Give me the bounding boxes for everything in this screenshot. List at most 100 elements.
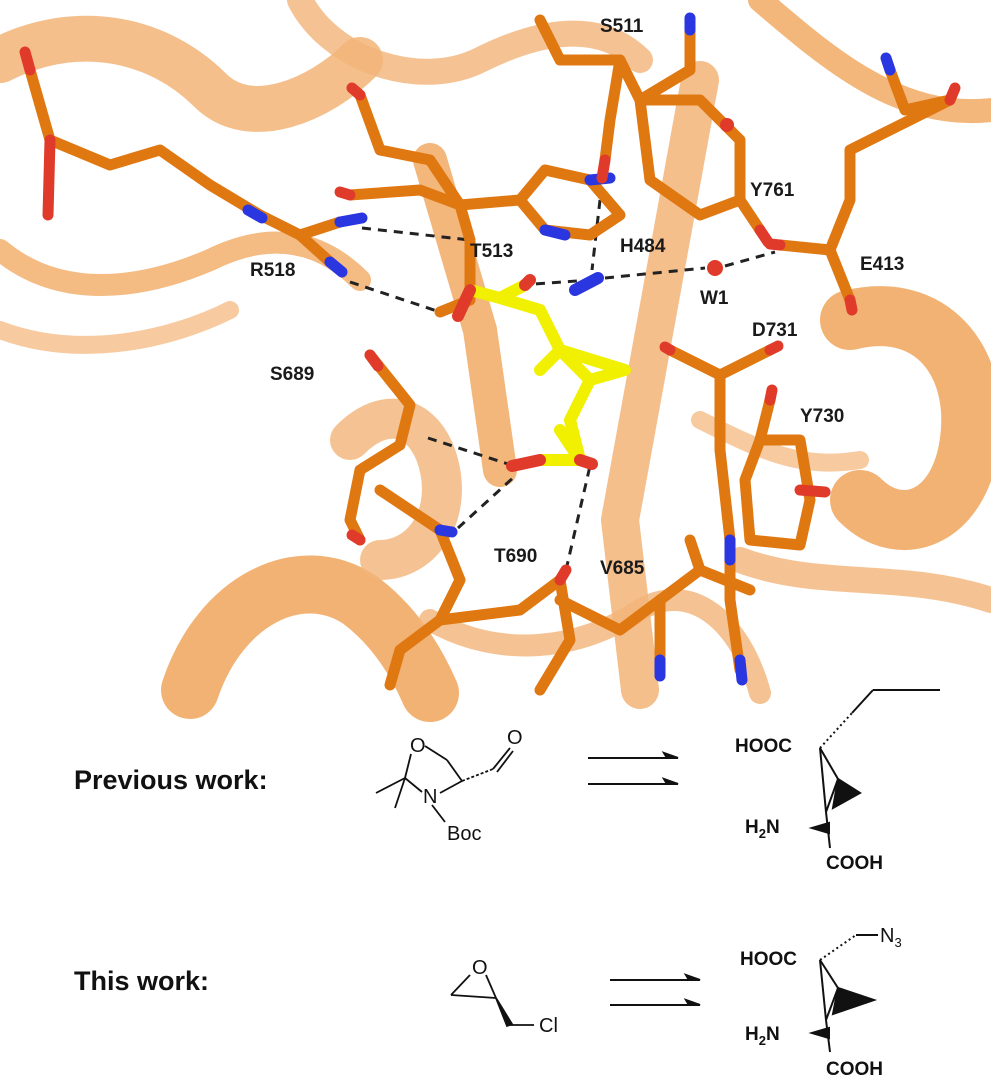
stick-v685-c: [684, 534, 706, 576]
hbond-ligand-w1: [604, 266, 706, 280]
ribbon-helix-right: [820, 286, 991, 550]
cyclopropane-wedge: [831, 777, 862, 810]
stick-t513-b: [354, 89, 466, 211]
ribbon-loop-bottom-left: [330, 398, 462, 580]
ligand-oxygen-3: [506, 454, 546, 472]
hbond-r518-t513: [361, 226, 471, 242]
ribbon-helix-top-left: [0, 15, 383, 132]
previous-reactant-boc: Boc: [447, 823, 481, 845]
oxygen-t513-b: [346, 82, 366, 101]
bond: [851, 689, 874, 714]
this-work-label: This work:: [74, 966, 209, 996]
residue-label: Y761: [750, 180, 795, 201]
residue-label: R518: [250, 260, 295, 281]
current-product-amine: H2N: [745, 1024, 780, 1048]
previous-reactant-nitrogen: N: [423, 786, 437, 808]
stick-r518-b: [294, 229, 336, 268]
bond: [825, 987, 839, 1021]
stick-lys-left: [24, 64, 266, 221]
bond: [404, 753, 412, 779]
current-product-azide: N3: [880, 925, 902, 950]
stick-y730-oh: [754, 394, 776, 446]
previous-work-label: Previous work:: [74, 765, 268, 795]
residue-label: Y730: [800, 406, 844, 427]
scheme-previous-work: Previous work: O O N Boc: [74, 689, 940, 874]
nitrogen-r518-b: [324, 256, 348, 278]
previous-reactant-carbonyl-oxygen: O: [507, 727, 523, 749]
bond: [825, 778, 839, 813]
bond: [375, 777, 406, 794]
ribbon-loop-right-bottom: [727, 547, 991, 613]
residue-label: E413: [860, 254, 904, 275]
current-product-structure: [808, 934, 878, 1053]
stick-y761-oh: [734, 194, 766, 236]
residue-label: S511: [600, 16, 644, 37]
previous-product-acid-bottom: COOH: [826, 853, 883, 874]
ligand-cyclopropane: [554, 344, 631, 386]
water-molecule-w1: [707, 260, 723, 276]
current-reactant-chlorine: Cl: [539, 1015, 558, 1037]
bond: [394, 777, 406, 809]
residue-label: D731: [752, 320, 798, 341]
bond: [424, 745, 448, 761]
amine-wedge: [808, 821, 830, 835]
bond: [431, 804, 446, 823]
arrow-head: [683, 973, 701, 981]
residue-label: V685: [600, 558, 645, 579]
bond: [819, 959, 827, 1021]
nitrogen-h484-b: [539, 224, 571, 241]
stick-s511: [534, 14, 696, 106]
bond: [439, 780, 463, 794]
oxygen-s689: [364, 349, 384, 372]
current-product-acid-top: HOOC: [740, 949, 797, 970]
stick-y730-ring: [739, 434, 816, 551]
oxygen-lys-left-2: [42, 134, 56, 221]
oxygen-t690: [554, 564, 572, 586]
current-reactant-structure: [450, 974, 534, 1028]
bond: [485, 974, 497, 999]
bond: [825, 1019, 831, 1053]
amine-wedge: [808, 1026, 830, 1040]
nitrogen-s689: [434, 524, 458, 538]
protein-ribbons: [0, 0, 991, 722]
arrow-head: [661, 777, 679, 785]
hbond-w1-e413: [724, 250, 776, 268]
ligand-oxygen-4: [574, 454, 598, 470]
hbond-t690-ligand-2: [564, 465, 592, 571]
previous-reactant-ring-oxygen: O: [410, 735, 426, 757]
hbond-s689-ligand: [427, 436, 509, 466]
heteroatoms: [19, 12, 961, 686]
previous-product-structure: [808, 689, 940, 849]
bond: [450, 974, 471, 996]
ligand-oxygen-2: [519, 274, 536, 291]
protein-structure-panel: S511 Y761 R518 T513 H484 E413 W1 D731 S6…: [0, 0, 991, 722]
bond: [446, 759, 463, 782]
hbond-t513-ligand: [519, 278, 591, 287]
bond: [819, 747, 827, 813]
bond: [819, 747, 839, 780]
residue-label: T690: [494, 546, 537, 567]
residue-label: W1: [700, 288, 729, 309]
stick-e413: [774, 64, 956, 256]
bond: [492, 747, 511, 770]
residue-labels: S511 Y761 R518 T513 H484 E413 W1 D731 S6…: [250, 16, 904, 579]
bond: [461, 768, 494, 782]
nitrogen-e413: [880, 52, 896, 76]
nitrogen-r518-c: [242, 204, 268, 224]
ligand-oxygen-1: [452, 284, 476, 322]
hbond-t690-ligand: [456, 474, 517, 530]
current-product-acid-bottom: COOH: [826, 1059, 883, 1080]
stick-s511-b: [599, 54, 626, 166]
previous-product-acid-top: HOOC: [735, 736, 792, 757]
current-reactant-oxygen: O: [472, 957, 488, 979]
oxygen-d731: [659, 341, 676, 356]
stick-s689: [344, 349, 416, 546]
oxygen-e413: [944, 82, 961, 106]
ligand: [452, 272, 631, 472]
arrow-head: [661, 751, 679, 759]
cyclopropane-wedge: [831, 986, 878, 1016]
oxygen-t513: [334, 186, 356, 201]
oxygen-s689-b: [346, 529, 366, 546]
bond: [819, 712, 853, 749]
